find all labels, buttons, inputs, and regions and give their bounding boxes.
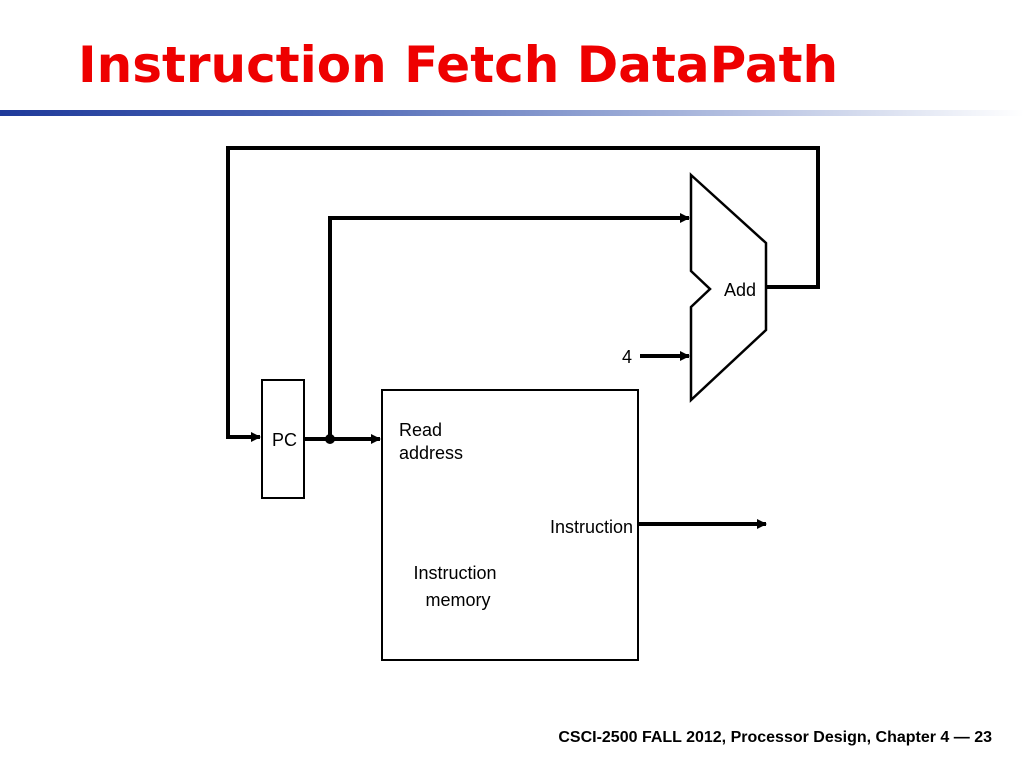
slide-footer: CSCI-2500 FALL 2012, Processor Design, C… [558,729,992,746]
constant-four-label: 4 [622,347,632,367]
pc-to-adder-wire [328,213,690,439]
memory-name-line1: Instruction [413,563,496,583]
pc-label: PC [272,430,297,450]
title-underline [0,110,1024,116]
wire-junction-dot [325,434,335,444]
instruction-output-label: Instruction [550,517,633,537]
adder-to-pc-feedback-wire [226,146,820,442]
slide-title: Instruction Fetch DataPath [78,36,839,94]
read-address-label-line2: address [399,443,463,463]
pc-register [261,379,305,499]
adder-unit [689,172,768,403]
memory-name-line2: memory [425,590,490,610]
adder-label: Add [724,280,756,300]
read-address-label-line1: Read [399,420,442,440]
